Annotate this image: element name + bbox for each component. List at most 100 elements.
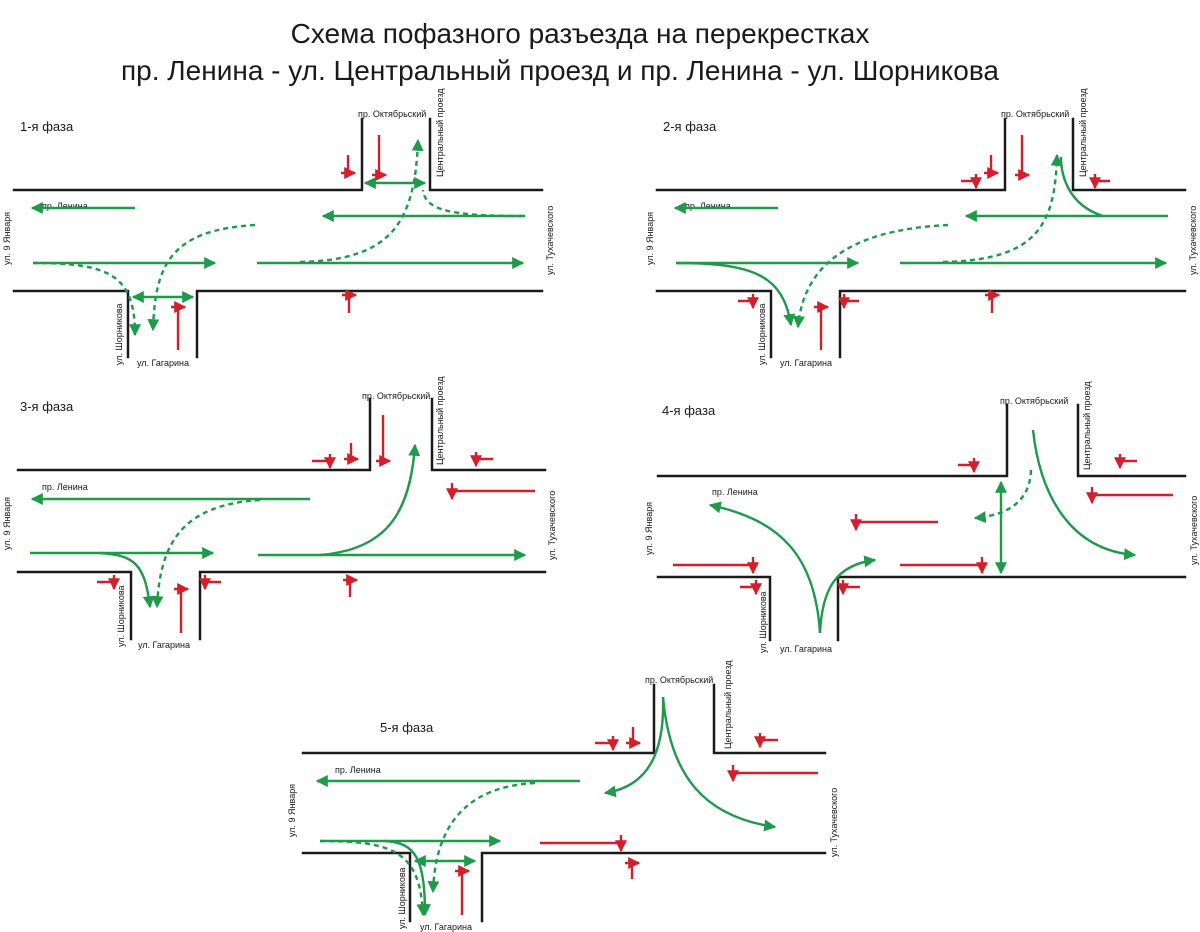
street-label-lenina: пр. Ленина — [712, 487, 758, 497]
street-label-oktyabrsky: пр. Октябрьский — [645, 675, 713, 685]
flow-arrow — [1031, 429, 1137, 561]
road-edge — [1071, 117, 1187, 192]
street-label-tukhachevsky: ул. Тухачевского — [829, 788, 839, 857]
stop-arrow — [733, 765, 818, 781]
street-label-yanvarya: ул. 9 Января — [287, 784, 297, 837]
street-label-tukhachevsky: ул. Тухачевского — [547, 491, 557, 560]
stop-arrow — [1095, 174, 1110, 188]
street-label-shornikova: ул. Шорникова — [757, 303, 767, 365]
flow-arrow-dashed — [147, 223, 256, 332]
stop-arrow — [985, 295, 999, 313]
phase-4-diagram: 4-я фаза пр. Ленина пр. Октябрьский Цент… — [644, 381, 1199, 654]
stop-arrow — [342, 295, 356, 313]
street-label-centralny: Центральный проезд — [1082, 381, 1092, 470]
flow-arrow-dashed — [973, 469, 1033, 524]
street-label-oktyabrsky: пр. Октябрьский — [1000, 396, 1068, 406]
street-label-oktyabrsky: пр. Октябрьский — [362, 391, 430, 401]
flow-arrow-dashed — [319, 839, 429, 917]
road-edge — [301, 683, 656, 755]
flow-arrow-dashed — [427, 781, 536, 894]
stop-arrow — [1120, 454, 1137, 468]
phase-label: 3-я фаза — [20, 399, 74, 414]
phase-label: 5-я фаза — [380, 720, 434, 735]
phase-3-diagram: 3-я фаза пр. Ленина пр. Октябрьский Цент… — [2, 376, 557, 650]
street-label-centralny: Центральный проезд — [435, 376, 445, 465]
street-label-tukhachevsky: ул. Тухачевского — [1188, 206, 1198, 275]
stop-arrow — [738, 294, 753, 308]
stop-arrow — [344, 443, 358, 459]
stop-arrow — [1015, 135, 1029, 175]
flow-arrow — [319, 443, 421, 557]
road-edge — [480, 851, 827, 923]
flow-arrow-dashed — [421, 189, 523, 218]
phase-2-diagram: 2-я фаза пр. Ленина пр. Октябрьский Цент… — [645, 88, 1198, 368]
road-edge — [712, 683, 827, 755]
road-edge — [198, 570, 547, 641]
road-edge — [656, 403, 1009, 478]
street-label-yanvarya: ул. 9 Января — [2, 497, 12, 550]
street-label-oktyabrsky: пр. Октябрьский — [1001, 109, 1069, 119]
street-label-centralny: Центральный проезд — [435, 88, 445, 177]
stop-arrow — [595, 736, 613, 750]
road-edge — [12, 117, 364, 192]
phase-label: 4-я фаза — [662, 403, 716, 418]
stop-arrow — [625, 863, 639, 879]
stop-arrow — [372, 135, 386, 175]
stop-arrow — [97, 575, 114, 589]
street-label-centralny: Центральный проезд — [723, 660, 733, 749]
street-label-yanvarya: ул. 9 Января — [2, 212, 12, 265]
road-edge — [16, 570, 133, 641]
stop-arrow — [452, 483, 535, 499]
street-label-gagarina: ул. Гагарина — [138, 640, 190, 650]
flow-arrow — [708, 501, 822, 634]
stop-arrow — [961, 174, 976, 188]
street-label-shornikova: ул. Шорникова — [397, 867, 407, 929]
stop-arrow — [205, 575, 221, 589]
stop-arrow — [740, 580, 756, 594]
stop-arrow — [1092, 487, 1173, 503]
stop-arrow — [312, 454, 330, 468]
stop-arrow — [856, 514, 938, 530]
stop-arrow — [341, 155, 355, 173]
flow-arrow-dashed — [792, 223, 949, 329]
stop-arrow — [174, 589, 188, 633]
street-label-shornikova: ул. Шорникова — [114, 303, 124, 365]
stop-arrow — [843, 580, 860, 594]
stop-arrow — [844, 294, 859, 308]
road-edge — [195, 289, 544, 359]
stop-arrow — [455, 871, 469, 915]
street-label-lenina: пр. Ленина — [685, 201, 731, 211]
street-label-yanvarya: ул. 9 Января — [645, 212, 655, 265]
flow-arrow — [675, 261, 796, 327]
stop-arrow — [376, 415, 390, 461]
street-label-shornikova: ул. Шорникова — [116, 585, 126, 647]
street-label-lenina: пр. Ленина — [42, 201, 88, 211]
street-label-gagarina: ул. Гагарина — [137, 358, 189, 368]
stop-arrow — [626, 727, 640, 743]
road-edge — [12, 289, 130, 359]
flow-arrow-dashed — [151, 498, 261, 609]
stop-arrow — [958, 458, 974, 472]
phase-5-diagram: 5-я фаза пр. Ленина пр. Октябрьский Цент… — [287, 660, 839, 932]
flow-arrow — [818, 555, 877, 634]
street-label-lenina: пр. Ленина — [42, 482, 88, 492]
street-label-centralny: Центральный проезд — [1078, 88, 1088, 177]
stop-arrow — [673, 557, 753, 573]
street-label-gagarina: ул. Гагарина — [780, 358, 832, 368]
street-label-shornikova: ул. Шорникова — [758, 591, 768, 653]
road-edge — [301, 851, 412, 923]
stop-arrow — [476, 452, 493, 466]
stop-arrow — [540, 835, 621, 851]
stop-arrow — [814, 307, 828, 350]
stop-arrow — [171, 307, 185, 350]
phase-label: 2-я фаза — [663, 119, 717, 134]
road-edge — [428, 117, 544, 192]
phase-label: 1-я фаза — [20, 119, 74, 134]
road-edge — [836, 575, 1187, 642]
road-edge — [655, 117, 1007, 192]
flow-arrow-dashed — [942, 153, 1063, 264]
road-edge — [1076, 403, 1187, 478]
flow-arrow — [603, 696, 665, 798]
flow-arrow — [1059, 156, 1104, 218]
stop-arrow — [984, 155, 998, 173]
